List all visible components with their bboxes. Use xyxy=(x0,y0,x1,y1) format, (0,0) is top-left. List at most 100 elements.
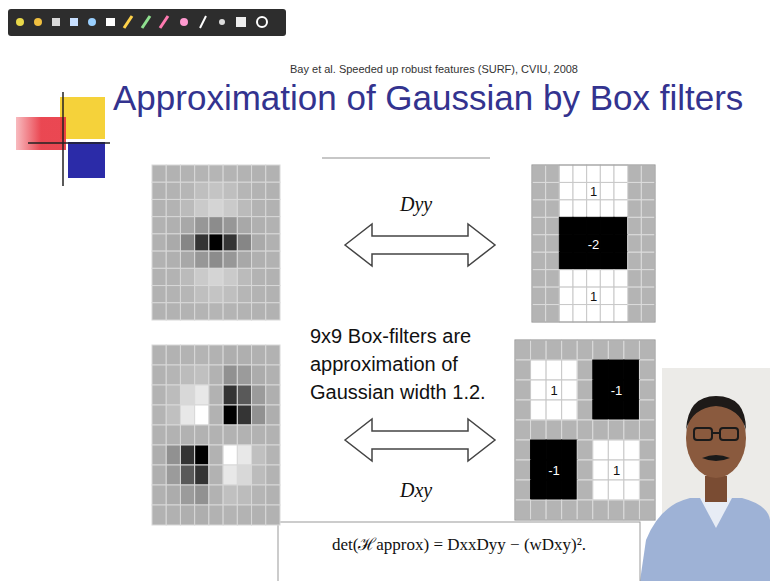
kernel-cell xyxy=(152,485,166,505)
filter-cell xyxy=(559,217,573,234)
kernel-cell xyxy=(152,505,166,525)
kernel-cell xyxy=(166,445,180,465)
kernel-cell xyxy=(266,217,280,234)
filter-cell xyxy=(546,420,562,440)
kernel-cell xyxy=(195,286,209,303)
filter-cell xyxy=(562,500,578,520)
filter-cell xyxy=(614,165,628,182)
kernel-cell xyxy=(166,405,180,425)
filter-cell xyxy=(573,217,587,234)
filter-cell xyxy=(577,400,593,420)
filter-weight: 1 xyxy=(613,463,620,478)
kernel-cell xyxy=(152,217,166,234)
kernel-cell xyxy=(152,465,166,485)
filter-cell xyxy=(639,360,655,380)
kernel-cell xyxy=(209,182,223,199)
kernel-cell xyxy=(266,365,280,385)
kernel-cell xyxy=(166,425,180,445)
kernel-cell xyxy=(252,268,266,285)
kernel-cell xyxy=(209,268,223,285)
kernel-cell xyxy=(223,217,237,234)
kernel-cell xyxy=(166,365,180,385)
filter-cell xyxy=(532,217,546,234)
kernel-cell xyxy=(237,345,251,365)
kernel-cell xyxy=(252,234,266,251)
filter-border xyxy=(515,340,655,520)
explanation-note: 9x9 Box-filters are approximation of Gau… xyxy=(310,322,510,406)
filter-cell xyxy=(614,235,628,252)
filter-cell xyxy=(531,440,547,460)
filter-cell xyxy=(624,360,640,380)
filter-cell xyxy=(562,420,578,440)
filter-cell xyxy=(532,270,546,287)
kernel-cell xyxy=(180,505,194,525)
filter-cell xyxy=(614,305,628,322)
kernel-cell xyxy=(195,485,209,505)
filter-cell xyxy=(639,460,655,480)
filter-cell xyxy=(639,380,655,400)
kernel-cell xyxy=(237,303,251,320)
filter-cell xyxy=(546,500,562,520)
filter-cell xyxy=(600,305,614,322)
kernel-cell xyxy=(209,217,223,234)
filter-cell xyxy=(587,235,601,252)
kernel-cell xyxy=(223,251,237,268)
kernel-cell xyxy=(166,199,180,216)
filter-cell xyxy=(573,235,587,252)
filter-cell xyxy=(624,340,640,360)
filter-cell xyxy=(593,420,609,440)
filter-cell xyxy=(515,480,531,500)
kernel-cell xyxy=(266,268,280,285)
presenter xyxy=(640,368,770,581)
filter-cell xyxy=(614,182,628,199)
box-filter: 1-1-11 xyxy=(515,340,655,520)
kernel-cell xyxy=(209,465,223,485)
kernel-cell xyxy=(166,505,180,525)
kernel-cell xyxy=(180,165,194,182)
kernel-cell xyxy=(180,385,194,405)
filter-cell xyxy=(593,440,609,460)
filter-cell xyxy=(641,287,655,304)
filter-weight: 1 xyxy=(550,383,557,398)
filter-cell xyxy=(515,340,531,360)
filter-cell xyxy=(628,252,642,269)
filter-cell xyxy=(562,380,578,400)
filter-cell xyxy=(562,400,578,420)
filter-cell xyxy=(628,235,642,252)
filter-cell xyxy=(587,200,601,217)
double-arrow xyxy=(345,224,495,266)
kernel-cell xyxy=(237,234,251,251)
slide-logo xyxy=(16,92,110,186)
filter-cell xyxy=(546,235,560,252)
kernel-cell xyxy=(266,345,280,365)
filter-cell xyxy=(608,420,624,440)
filter-cell xyxy=(577,340,593,360)
filter-cell xyxy=(639,420,655,440)
citation-note: Bay et al. Speeded up robust features (S… xyxy=(290,63,578,76)
kernel-cell xyxy=(152,165,166,182)
kernel-cell xyxy=(195,303,209,320)
kernel-cell xyxy=(209,234,223,251)
filter-weight: -1 xyxy=(548,463,560,478)
kernel-cell xyxy=(209,286,223,303)
filter-cell xyxy=(608,380,624,400)
kernel-cell xyxy=(266,303,280,320)
kernel-cell xyxy=(266,199,280,216)
kernel-cell xyxy=(195,165,209,182)
filter-weight: -2 xyxy=(588,236,600,251)
slide-title: Approximation of Gaussian by Box filters xyxy=(113,78,743,118)
formula-text: det(ℋapprox) = DxxDyy − (wDxy)². xyxy=(278,534,640,556)
kernel-cell xyxy=(180,268,194,285)
filter-cell xyxy=(593,500,609,520)
kernel-cell xyxy=(195,268,209,285)
kernel-cell xyxy=(223,268,237,285)
filter-cell xyxy=(600,217,614,234)
filter-cell xyxy=(600,252,614,269)
kernel-cell xyxy=(237,182,251,199)
kernel-cell xyxy=(152,345,166,365)
filter-cell xyxy=(600,287,614,304)
kernel-cell xyxy=(195,251,209,268)
formula-frame xyxy=(278,522,640,581)
filter-cell xyxy=(562,480,578,500)
filter-cell xyxy=(641,200,655,217)
